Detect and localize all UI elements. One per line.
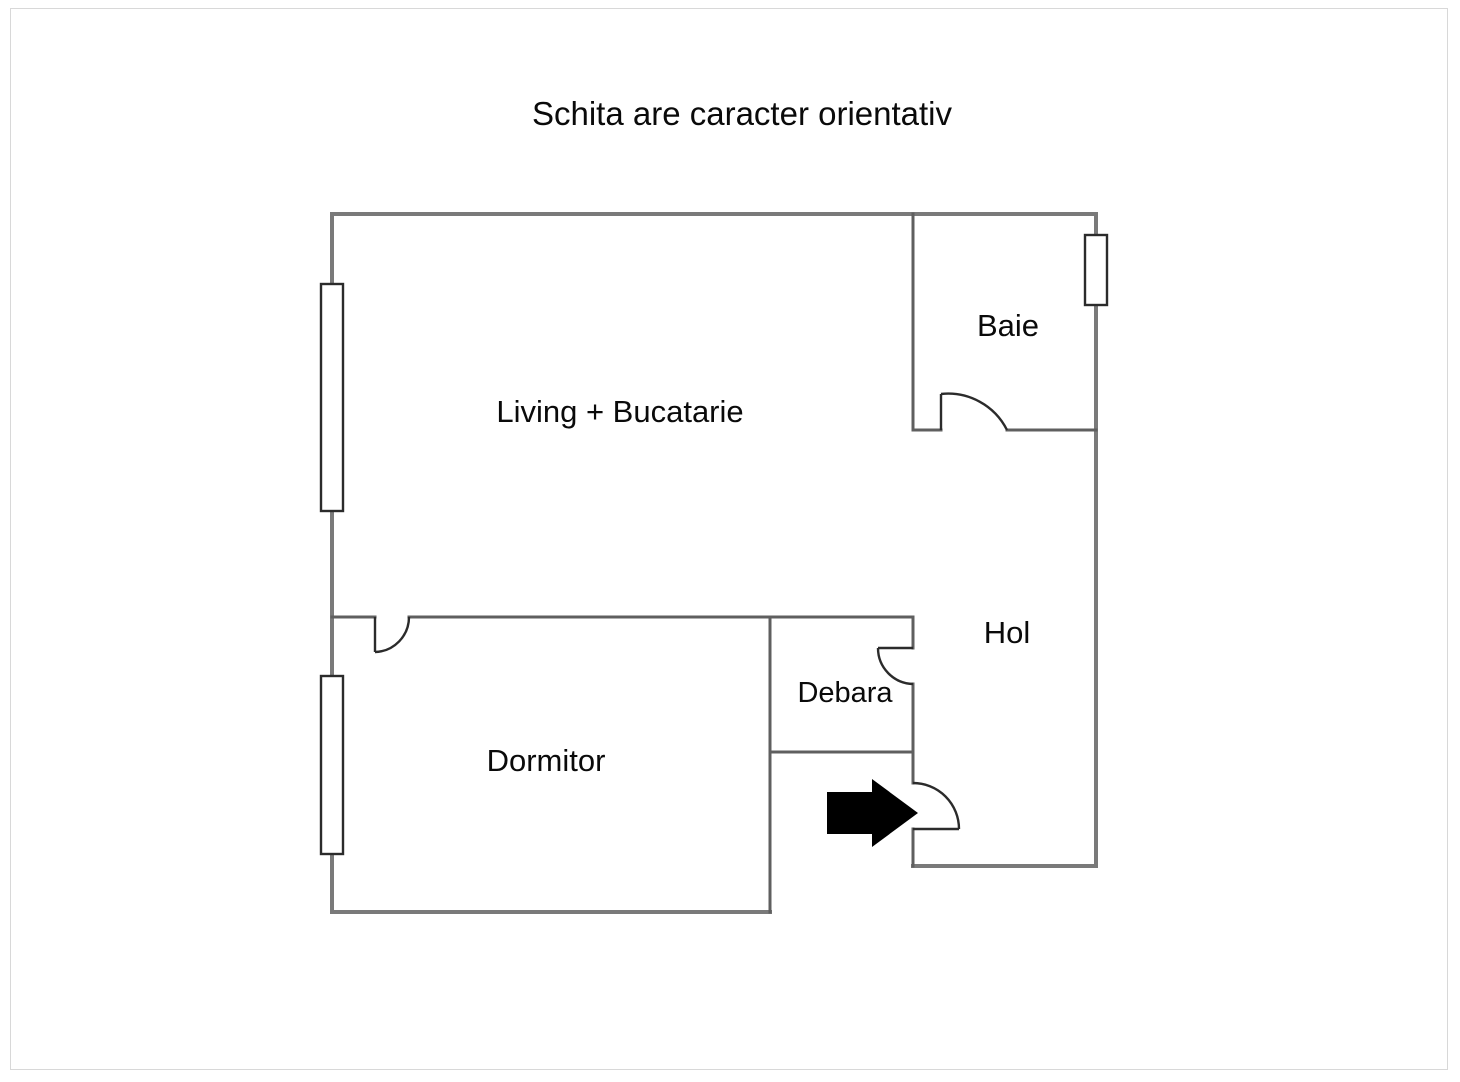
window-baie-east xyxy=(1083,233,1109,307)
room-label-living-bucatarie: Living + Bucatarie xyxy=(496,394,743,429)
doors xyxy=(373,392,1009,831)
outer-walls xyxy=(330,212,1098,914)
door-debara-arc xyxy=(876,647,914,686)
plan-title: Schita are caracter orientativ xyxy=(532,95,953,132)
room-label-debara: Debara xyxy=(797,677,893,709)
door-dormitor-arc xyxy=(374,616,411,654)
door-baie-arc xyxy=(940,392,1009,431)
window-living-west xyxy=(319,282,345,513)
windows xyxy=(319,233,1109,856)
entrance-arrow-icon xyxy=(827,779,918,847)
door-dormitor xyxy=(373,616,411,654)
door-baie xyxy=(939,392,1009,431)
door-debara xyxy=(876,646,914,686)
interior-walls xyxy=(330,212,1098,914)
entrance-arrow xyxy=(827,779,918,847)
room-label-hol: Hol xyxy=(984,615,1031,650)
room-label-dormitor: Dormitor xyxy=(487,743,606,778)
door-entrance xyxy=(912,781,961,831)
window-dormitor-west xyxy=(319,674,345,856)
room-label-baie: Baie xyxy=(977,308,1039,343)
door-entrance-arc xyxy=(912,781,961,830)
